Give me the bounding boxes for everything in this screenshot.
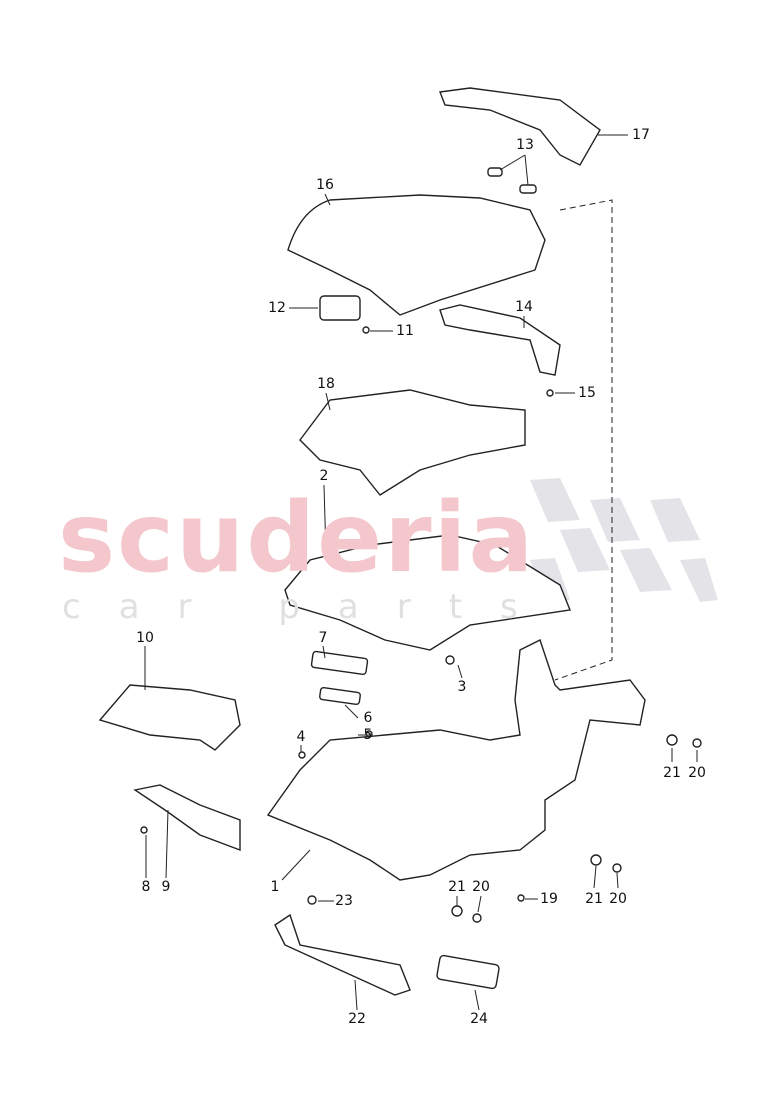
callout-17: 17 xyxy=(632,127,650,143)
part-16 xyxy=(287,194,546,316)
part-1 xyxy=(266,639,646,881)
part-10 xyxy=(98,684,241,751)
callout-9: 9 xyxy=(161,879,171,895)
callout-5: 5 xyxy=(363,727,373,743)
callout-11: 11 xyxy=(396,323,414,339)
callout-7: 7 xyxy=(318,630,328,646)
part-24 xyxy=(436,954,500,990)
callout-16: 16 xyxy=(316,177,334,193)
callout-6: 6 xyxy=(363,710,373,726)
callout-14: 14 xyxy=(515,299,533,315)
watermark-tagline: car parts xyxy=(62,587,556,627)
callout-21: 21 xyxy=(663,765,681,781)
callout-21: 21 xyxy=(448,879,466,895)
callout-12: 12 xyxy=(268,300,286,316)
callout-8: 8 xyxy=(141,879,151,895)
part-12 xyxy=(319,295,361,321)
callout-15: 15 xyxy=(578,385,596,401)
callout-2: 2 xyxy=(319,468,329,484)
part-6 xyxy=(319,686,361,706)
callout-20: 20 xyxy=(472,879,490,895)
watermark-logo: scuderia xyxy=(58,482,536,594)
part-2 xyxy=(284,534,571,651)
callout-20: 20 xyxy=(688,765,706,781)
callout-21: 21 xyxy=(585,891,603,907)
part-14 xyxy=(439,304,561,376)
callout-19: 19 xyxy=(540,891,558,907)
part-7 xyxy=(310,650,369,675)
callout-1: 1 xyxy=(270,879,280,895)
part-13b xyxy=(519,184,537,194)
part-13a xyxy=(487,167,503,177)
callout-23: 23 xyxy=(335,893,353,909)
part-18 xyxy=(299,389,526,496)
callout-13: 13 xyxy=(516,137,534,153)
callout-10: 10 xyxy=(136,630,154,646)
part-9 xyxy=(133,784,241,852)
callout-18: 18 xyxy=(317,376,335,392)
callout-22: 22 xyxy=(348,1011,366,1027)
part-17 xyxy=(439,87,601,166)
callout-3: 3 xyxy=(457,679,467,695)
part-22 xyxy=(274,913,411,996)
callout-4: 4 xyxy=(296,729,306,745)
callout-24: 24 xyxy=(470,1011,488,1027)
callout-20: 20 xyxy=(609,891,627,907)
